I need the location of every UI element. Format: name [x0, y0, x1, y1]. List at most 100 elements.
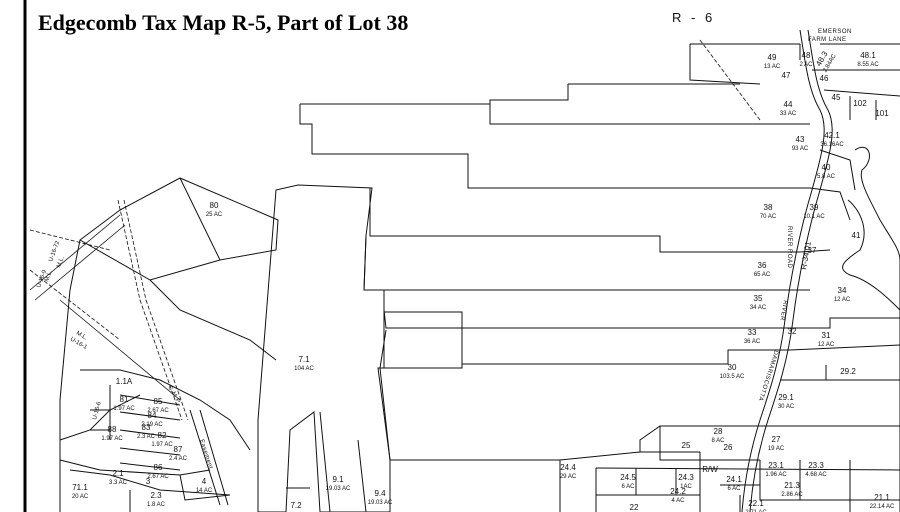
- lot-number: 44: [784, 100, 793, 109]
- lot-label[interactable]: 288 AC: [711, 427, 725, 444]
- lot-number: 24.4: [560, 463, 576, 472]
- lot-label[interactable]: 71.120 AC: [72, 483, 89, 500]
- lot-number: 24.1: [726, 475, 742, 484]
- lot-label[interactable]: 24.24 AC: [670, 487, 686, 504]
- river-shoreline: [854, 147, 900, 512]
- lot-label[interactable]: 23.1 1.96 AC: [765, 461, 787, 478]
- lot-acreage: 65 AC: [754, 272, 771, 278]
- lot-label[interactable]: 82 1.97 AC: [151, 431, 173, 448]
- lot-label[interactable]: 32: [788, 327, 797, 336]
- lot-number: 36: [758, 261, 767, 270]
- lot-number: 71.1: [72, 483, 88, 492]
- lot-number: 1.1A: [116, 377, 133, 386]
- lot-label[interactable]: 48.18.55 AC: [857, 51, 879, 68]
- lot-label[interactable]: 41: [852, 231, 861, 240]
- lot-label[interactable]: 25: [682, 441, 691, 450]
- lot-label[interactable]: 24.429 AC: [560, 463, 577, 480]
- river-road[interactable]: [741, 29, 833, 512]
- lot-number: 22.1: [748, 499, 764, 508]
- line-label-u16-6: U-16-6: [92, 401, 103, 421]
- lot-label[interactable]: 862.67 AC: [147, 463, 169, 480]
- lot-number: 48.1: [860, 51, 876, 60]
- lot-label[interactable]: 1.1A: [116, 377, 133, 386]
- lot-label[interactable]: 3: [146, 477, 151, 486]
- lot-label[interactable]: 22: [630, 503, 639, 512]
- lot-label[interactable]: 42.136.16AC: [820, 131, 844, 148]
- lot-number: 7.1: [298, 355, 310, 364]
- lot-label[interactable]: 7.2: [290, 501, 302, 510]
- lot-number: 101: [875, 109, 889, 118]
- lot-number: 4: [202, 477, 207, 486]
- road-label-farm-lane: FARM LANE: [808, 37, 847, 43]
- lot-label[interactable]: 405.8 AC: [817, 163, 836, 180]
- lot-label[interactable]: 414 AC: [196, 477, 213, 494]
- lot-label[interactable]: 29.1 30 AC: [778, 393, 795, 410]
- lot-label[interactable]: 881.97 AC: [101, 425, 123, 442]
- lot-acreage: 12 AC: [834, 297, 851, 303]
- lot-label[interactable]: R/W: [702, 465, 718, 474]
- lot-label[interactable]: 811.97 AC: [113, 395, 135, 412]
- lot-number: 24.5: [620, 473, 636, 482]
- lot-label[interactable]: 46: [820, 74, 829, 83]
- lot-label[interactable]: 21.122.14 AC: [870, 493, 895, 510]
- lot-label[interactable]: 24.1 6 AC: [726, 475, 742, 492]
- lot-number: 2.3: [150, 491, 162, 500]
- lot-acreage: 1.96 AC: [765, 472, 787, 478]
- lot-acreage: 103.5 AC: [720, 374, 745, 380]
- lot-label[interactable]: 101: [875, 109, 889, 118]
- lot-label[interactable]: 29.2: [840, 367, 856, 376]
- lot-acreage: 19 AC: [768, 446, 785, 452]
- lot-number: 87: [174, 445, 183, 454]
- lot-label[interactable]: 102: [853, 99, 867, 108]
- lot-label[interactable]: 37: [808, 246, 817, 255]
- lot-number: 39: [810, 203, 819, 212]
- lot-number: 32: [788, 327, 797, 336]
- lot-number: 29.1: [778, 393, 794, 402]
- lot-label[interactable]: 9.119.03 AC: [326, 475, 351, 492]
- lot-label[interactable]: 2.31.8 AC: [147, 491, 166, 508]
- lot-label[interactable]: 22.12.71 AC: [745, 499, 767, 512]
- lot-label[interactable]: 872.4 AC: [169, 445, 188, 462]
- survey-lines: [29, 214, 181, 401]
- lot-number: 23.1: [768, 461, 784, 470]
- lot-label[interactable]: 852.67 AC: [147, 397, 169, 414]
- lot-number: 82: [158, 431, 167, 440]
- lot-acreage: 30 AC: [778, 404, 795, 410]
- lot-label[interactable]: 842.19 AC: [141, 411, 163, 428]
- lot-label[interactable]: 21.32.86 AC: [781, 481, 803, 498]
- lot-acreage: 6 AC: [621, 484, 635, 490]
- lot-number: 88: [108, 425, 117, 434]
- lot-acreage: 6 AC: [727, 486, 741, 492]
- lot-number: 43: [796, 135, 805, 144]
- lot-number: 3: [146, 477, 151, 486]
- lot-label[interactable]: 832.3 AC: [137, 423, 156, 440]
- lot-acreage: 2.67 AC: [147, 408, 169, 414]
- lot-label[interactable]: 36 65 AC: [754, 261, 771, 278]
- lot-acreage: 1.97 AC: [151, 442, 173, 448]
- lot-number: 9.4: [374, 489, 386, 498]
- lot-label[interactable]: 26: [724, 443, 733, 452]
- lot-label[interactable]: 47: [782, 71, 791, 80]
- lot-label[interactable]: 9.419.03 AC: [368, 489, 393, 506]
- lot-label[interactable]: 45: [832, 93, 841, 102]
- lot-label[interactable]: 2.13.3 AC: [109, 469, 128, 486]
- lot-number: 29.2: [840, 367, 856, 376]
- lot-label[interactable]: 23.34.68 AC: [805, 461, 827, 478]
- lot-label[interactable]: 482 AC: [799, 51, 813, 68]
- lot-label[interactable]: 24.5 6 AC: [620, 473, 636, 490]
